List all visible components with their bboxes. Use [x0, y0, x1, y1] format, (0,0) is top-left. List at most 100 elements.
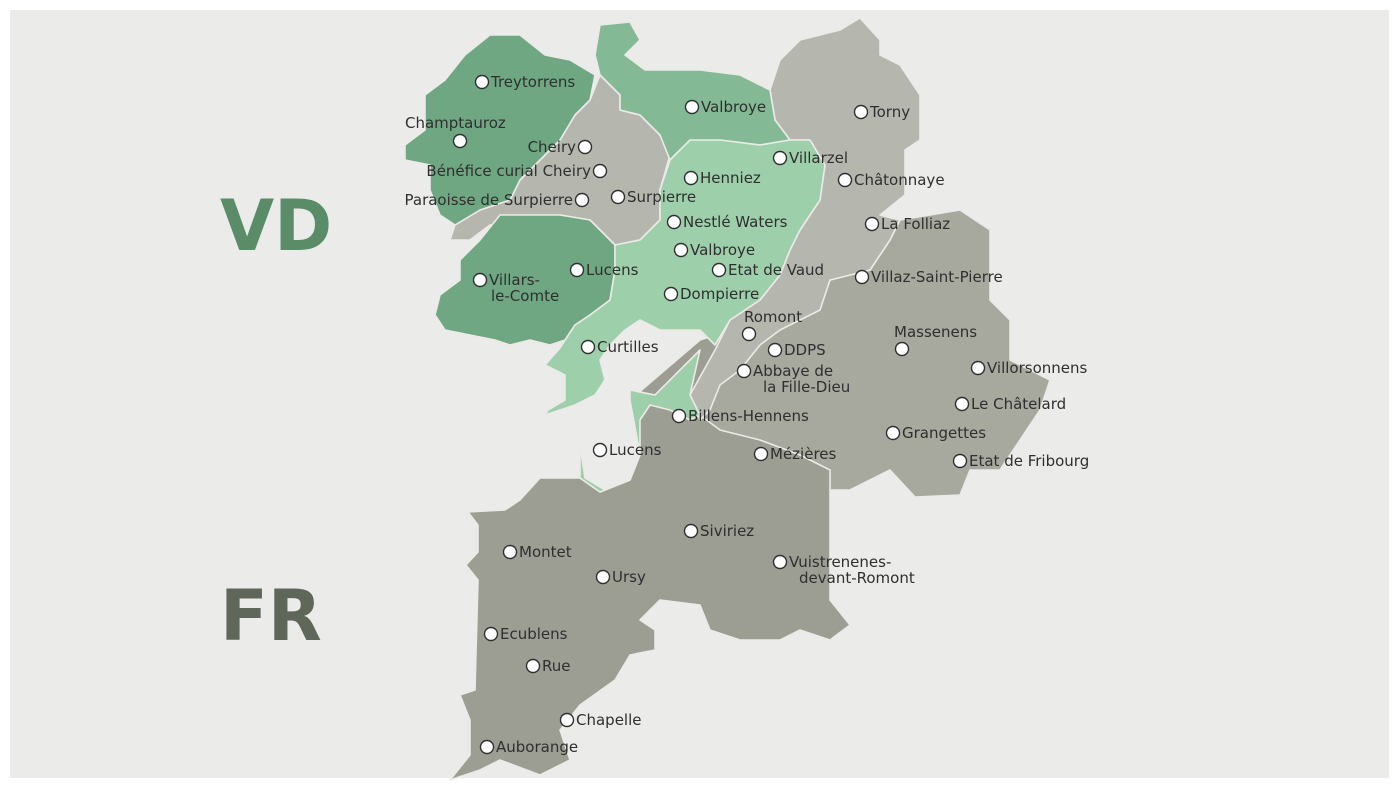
place-label-line: Billens-Hennens: [688, 407, 809, 425]
place-label: Curtilles: [597, 338, 659, 356]
place-label-line: Chapelle: [576, 711, 642, 729]
place-label-line: Valbroye: [690, 241, 755, 259]
place-label-line: Le Châtelard: [971, 395, 1066, 413]
place-dot-icon: [772, 554, 788, 570]
place-marker-treytorrens: Treytorrens: [474, 73, 575, 91]
place-marker-le-chatelard: Le Châtelard: [954, 395, 1066, 413]
place-label-line: Bénéfice curial Cheiry: [426, 162, 591, 180]
place-label: Grangettes: [902, 424, 986, 442]
place-label-line: le-Comte: [491, 287, 559, 305]
place-marker-curtilles: Curtilles: [580, 338, 659, 356]
place-label-line: Ursy: [612, 568, 646, 586]
place-marker-mezieres: Mézières: [753, 445, 837, 463]
place-label-line: Auborange: [496, 738, 578, 756]
place-label: Ecublens: [500, 625, 568, 643]
place-label-line: DDPS: [784, 341, 826, 359]
place-dot-icon: [837, 172, 853, 188]
place-label-line: Torny: [869, 103, 910, 121]
place-label: Dompierre: [680, 285, 759, 303]
place-label-line: Henniez: [700, 169, 761, 187]
place-label: Siviriez: [700, 522, 754, 540]
place-label-line: Champtauroz: [405, 114, 506, 132]
place-label-line: Châtonnaye: [854, 171, 945, 189]
place-label: DDPS: [784, 341, 826, 359]
place-label: Torny: [869, 103, 910, 121]
place-dot-icon: [592, 442, 608, 458]
place-marker-champtauroz: Champtauroz: [405, 114, 506, 149]
place-label: Paraoisse de Surpierre: [405, 191, 574, 209]
place-marker-billens-hennens: Billens-Hennens: [671, 407, 809, 425]
place-dot-icon: [502, 544, 518, 560]
place-label-line: Abbaye de: [753, 362, 833, 380]
place-label: Romont: [744, 308, 802, 326]
place-marker-chatonnaye: Châtonnaye: [837, 171, 945, 189]
place-label: Henniez: [700, 169, 761, 187]
place-label: Ursy: [612, 568, 646, 586]
place-label-line: Etat de Fribourg: [969, 452, 1089, 470]
place-label: Montet: [519, 543, 572, 561]
place-label: Chapelle: [576, 711, 642, 729]
place-marker-rue: Rue: [525, 657, 570, 675]
place-marker-henniez: Henniez: [683, 169, 761, 187]
place-label-line: Mézières: [770, 445, 837, 463]
place-dot-icon: [666, 214, 682, 230]
place-label-line: Vuistrenenes-: [789, 553, 891, 571]
place-label-line: La Folliaz: [881, 215, 950, 233]
place-marker-lucens-south: Lucens: [592, 441, 662, 459]
place-dot-icon: [864, 216, 880, 232]
place-marker-vuistrenenes-devant-romont: Vuistrenenes-devant-Romont: [772, 553, 915, 587]
place-marker-siviriez: Siviriez: [683, 522, 754, 540]
place-label: Champtauroz: [405, 114, 506, 132]
place-marker-ddps: DDPS: [767, 341, 826, 359]
place-label-line: Valbroye: [701, 98, 766, 116]
place-label: Vuistrenenes-devant-Romont: [789, 553, 915, 587]
place-dot-icon: [853, 104, 869, 120]
place-dot-icon: [970, 360, 986, 376]
place-marker-surpierre: Surpierre: [610, 188, 696, 206]
place-marker-valbroye-south: Valbroye: [673, 241, 755, 259]
place-label-line: Massenens: [894, 323, 977, 341]
place-dot-icon: [472, 272, 488, 288]
place-dot-icon: [474, 74, 490, 90]
place-label-line: Villorsonnens: [987, 359, 1088, 377]
place-label-line: Rue: [542, 657, 570, 675]
place-label-line: Lucens: [609, 441, 662, 459]
place-dot-icon: [671, 408, 687, 424]
place-label-line: Ecublens: [500, 625, 568, 643]
place-dot-icon: [483, 626, 499, 642]
place-label: Cheiry: [528, 138, 577, 156]
place-label: Surpierre: [627, 188, 696, 206]
place-dot-icon: [885, 425, 901, 441]
canton-labels: VD FR: [220, 185, 332, 657]
place-dot-icon: [663, 286, 679, 302]
place-marker-benefice-curial-cheiry: Bénéfice curial Cheiry: [426, 162, 608, 180]
place-label: Villaz-Saint-Pierre: [871, 268, 1003, 286]
place-marker-villars-le-comte: Villars-le-Comte: [472, 271, 559, 305]
place-label-line: Cheiry: [528, 138, 577, 156]
place-dot-icon: [954, 396, 970, 412]
place-label: La Folliaz: [881, 215, 950, 233]
place-marker-ursy: Ursy: [595, 568, 646, 586]
place-label: Valbroye: [690, 241, 755, 259]
place-marker-chapelle: Chapelle: [559, 711, 642, 729]
place-dot-icon: [753, 446, 769, 462]
place-marker-etat-de-fribourg: Etat de Fribourg: [952, 452, 1089, 470]
place-label-line: Villaz-Saint-Pierre: [871, 268, 1003, 286]
place-dot-icon: [741, 326, 757, 342]
place-dot-icon: [736, 363, 752, 379]
place-label: Villarzel: [789, 149, 848, 167]
place-dot-icon: [894, 341, 910, 357]
place-label: Etat de Fribourg: [969, 452, 1089, 470]
place-marker-cheiry: Cheiry: [528, 138, 593, 156]
place-label: Valbroye: [701, 98, 766, 116]
place-dot-icon: [684, 99, 700, 115]
place-dot-icon: [577, 139, 593, 155]
place-label: Châtonnaye: [854, 171, 945, 189]
place-label: Rue: [542, 657, 570, 675]
place-label: Nestlé Waters: [683, 213, 788, 231]
